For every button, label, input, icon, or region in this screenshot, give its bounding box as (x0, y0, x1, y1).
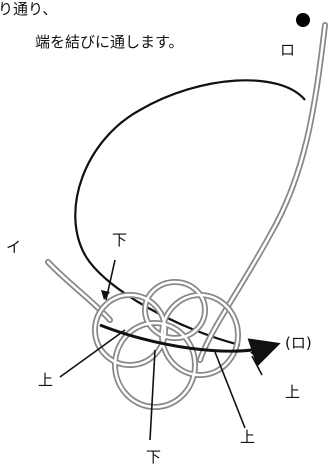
label-ue-left: 上 (38, 371, 54, 389)
pointer-lines (59, 259, 263, 441)
label-shita-bottom: 下 (146, 448, 162, 466)
start-dot (296, 13, 310, 27)
label-ue-right: 上 (285, 383, 301, 401)
cord-arc (74, 79, 306, 347)
cord-long (197, 22, 328, 363)
label-ue-bottom: 上 (240, 428, 256, 446)
label-i: イ (6, 238, 22, 256)
instruction-line-1: り通り、 (0, 0, 58, 18)
label-shita-top: 下 (112, 231, 128, 249)
instruction-line-2: 端を結びに通します。 (35, 33, 184, 51)
label-ro: ロ (280, 41, 296, 59)
label-ro-paren: (ロ) (285, 334, 312, 352)
threading-arrow (99, 323, 281, 367)
